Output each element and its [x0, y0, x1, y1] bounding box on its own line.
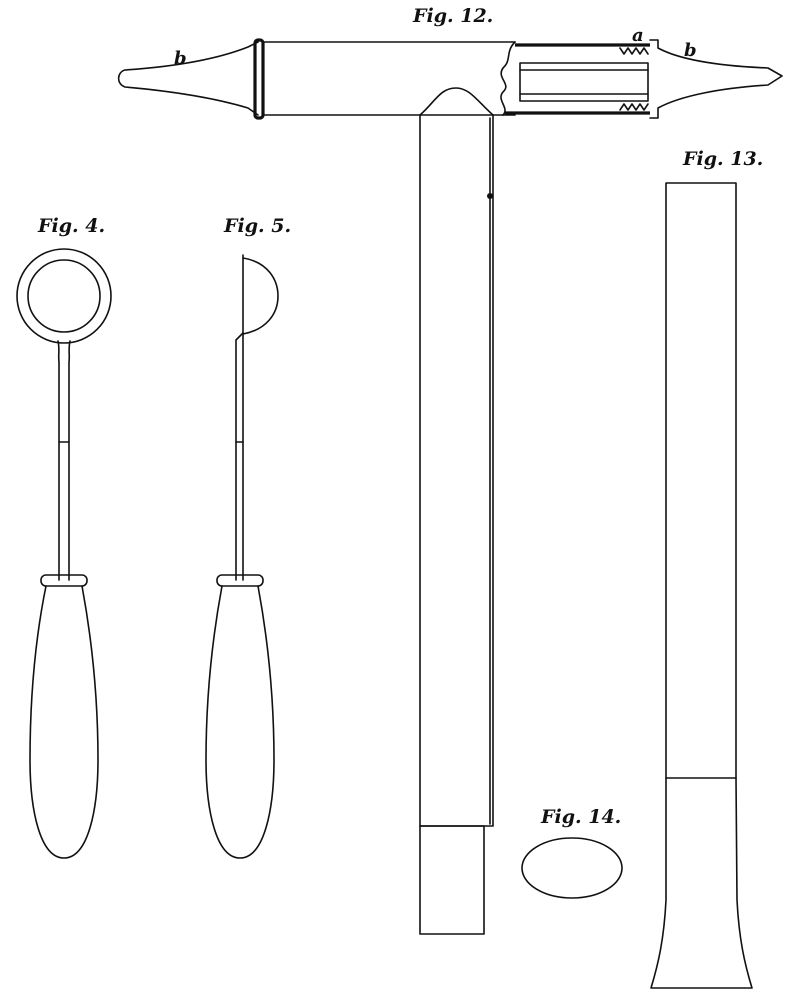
fig4-label: Fig. 4.: [37, 215, 105, 237]
fig13-tube: Fig. 13.: [650, 148, 763, 989]
fig12-break-line: [500, 41, 516, 116]
fig5-mirror-back: [242, 257, 279, 335]
fig14-ellipse: [521, 837, 623, 899]
fig14-oval: Fig. 14.: [521, 806, 623, 899]
fig5-label: Fig. 5.: [223, 215, 291, 237]
fig12-inner-tube: [519, 62, 649, 102]
fig14-label: Fig. 14.: [540, 806, 621, 828]
fig4-mirror-tool: Fig. 4.: [16, 215, 112, 859]
fig12-handle-end: [419, 825, 485, 935]
fig4-mirror-ring-outer: [16, 248, 112, 344]
fig13-outline: [650, 182, 753, 989]
fig5-handle: [205, 585, 275, 859]
fig5-ferrule: [216, 574, 264, 587]
fig4-handle: [29, 585, 99, 859]
fig12-instrument: Fig. 12. b a b: [117, 5, 783, 935]
fig4-mirror-ring-inner: [27, 259, 101, 333]
fig12-right-tip: [649, 39, 783, 119]
fig12-handle: [419, 114, 494, 827]
fig12-left-tip: [117, 41, 259, 116]
fig12-letter-b-right: b: [684, 40, 697, 61]
fig12-letter-b-left: b: [174, 48, 187, 69]
fig12-rivet: [487, 193, 493, 199]
fig12-hump: [419, 87, 494, 116]
fig12-letter-a: a: [632, 25, 644, 46]
fig4-ferrule: [40, 574, 88, 587]
fig5-shaft: [235, 332, 244, 581]
fig5-mirror-tool-side: Fig. 5.: [205, 215, 291, 859]
fig12-thread: [619, 47, 649, 111]
fig12-label: Fig. 12.: [412, 5, 493, 27]
fig12-collar: [253, 38, 265, 120]
fig13-label: Fig. 13.: [682, 148, 763, 170]
fig4-shaft: [57, 340, 71, 581]
